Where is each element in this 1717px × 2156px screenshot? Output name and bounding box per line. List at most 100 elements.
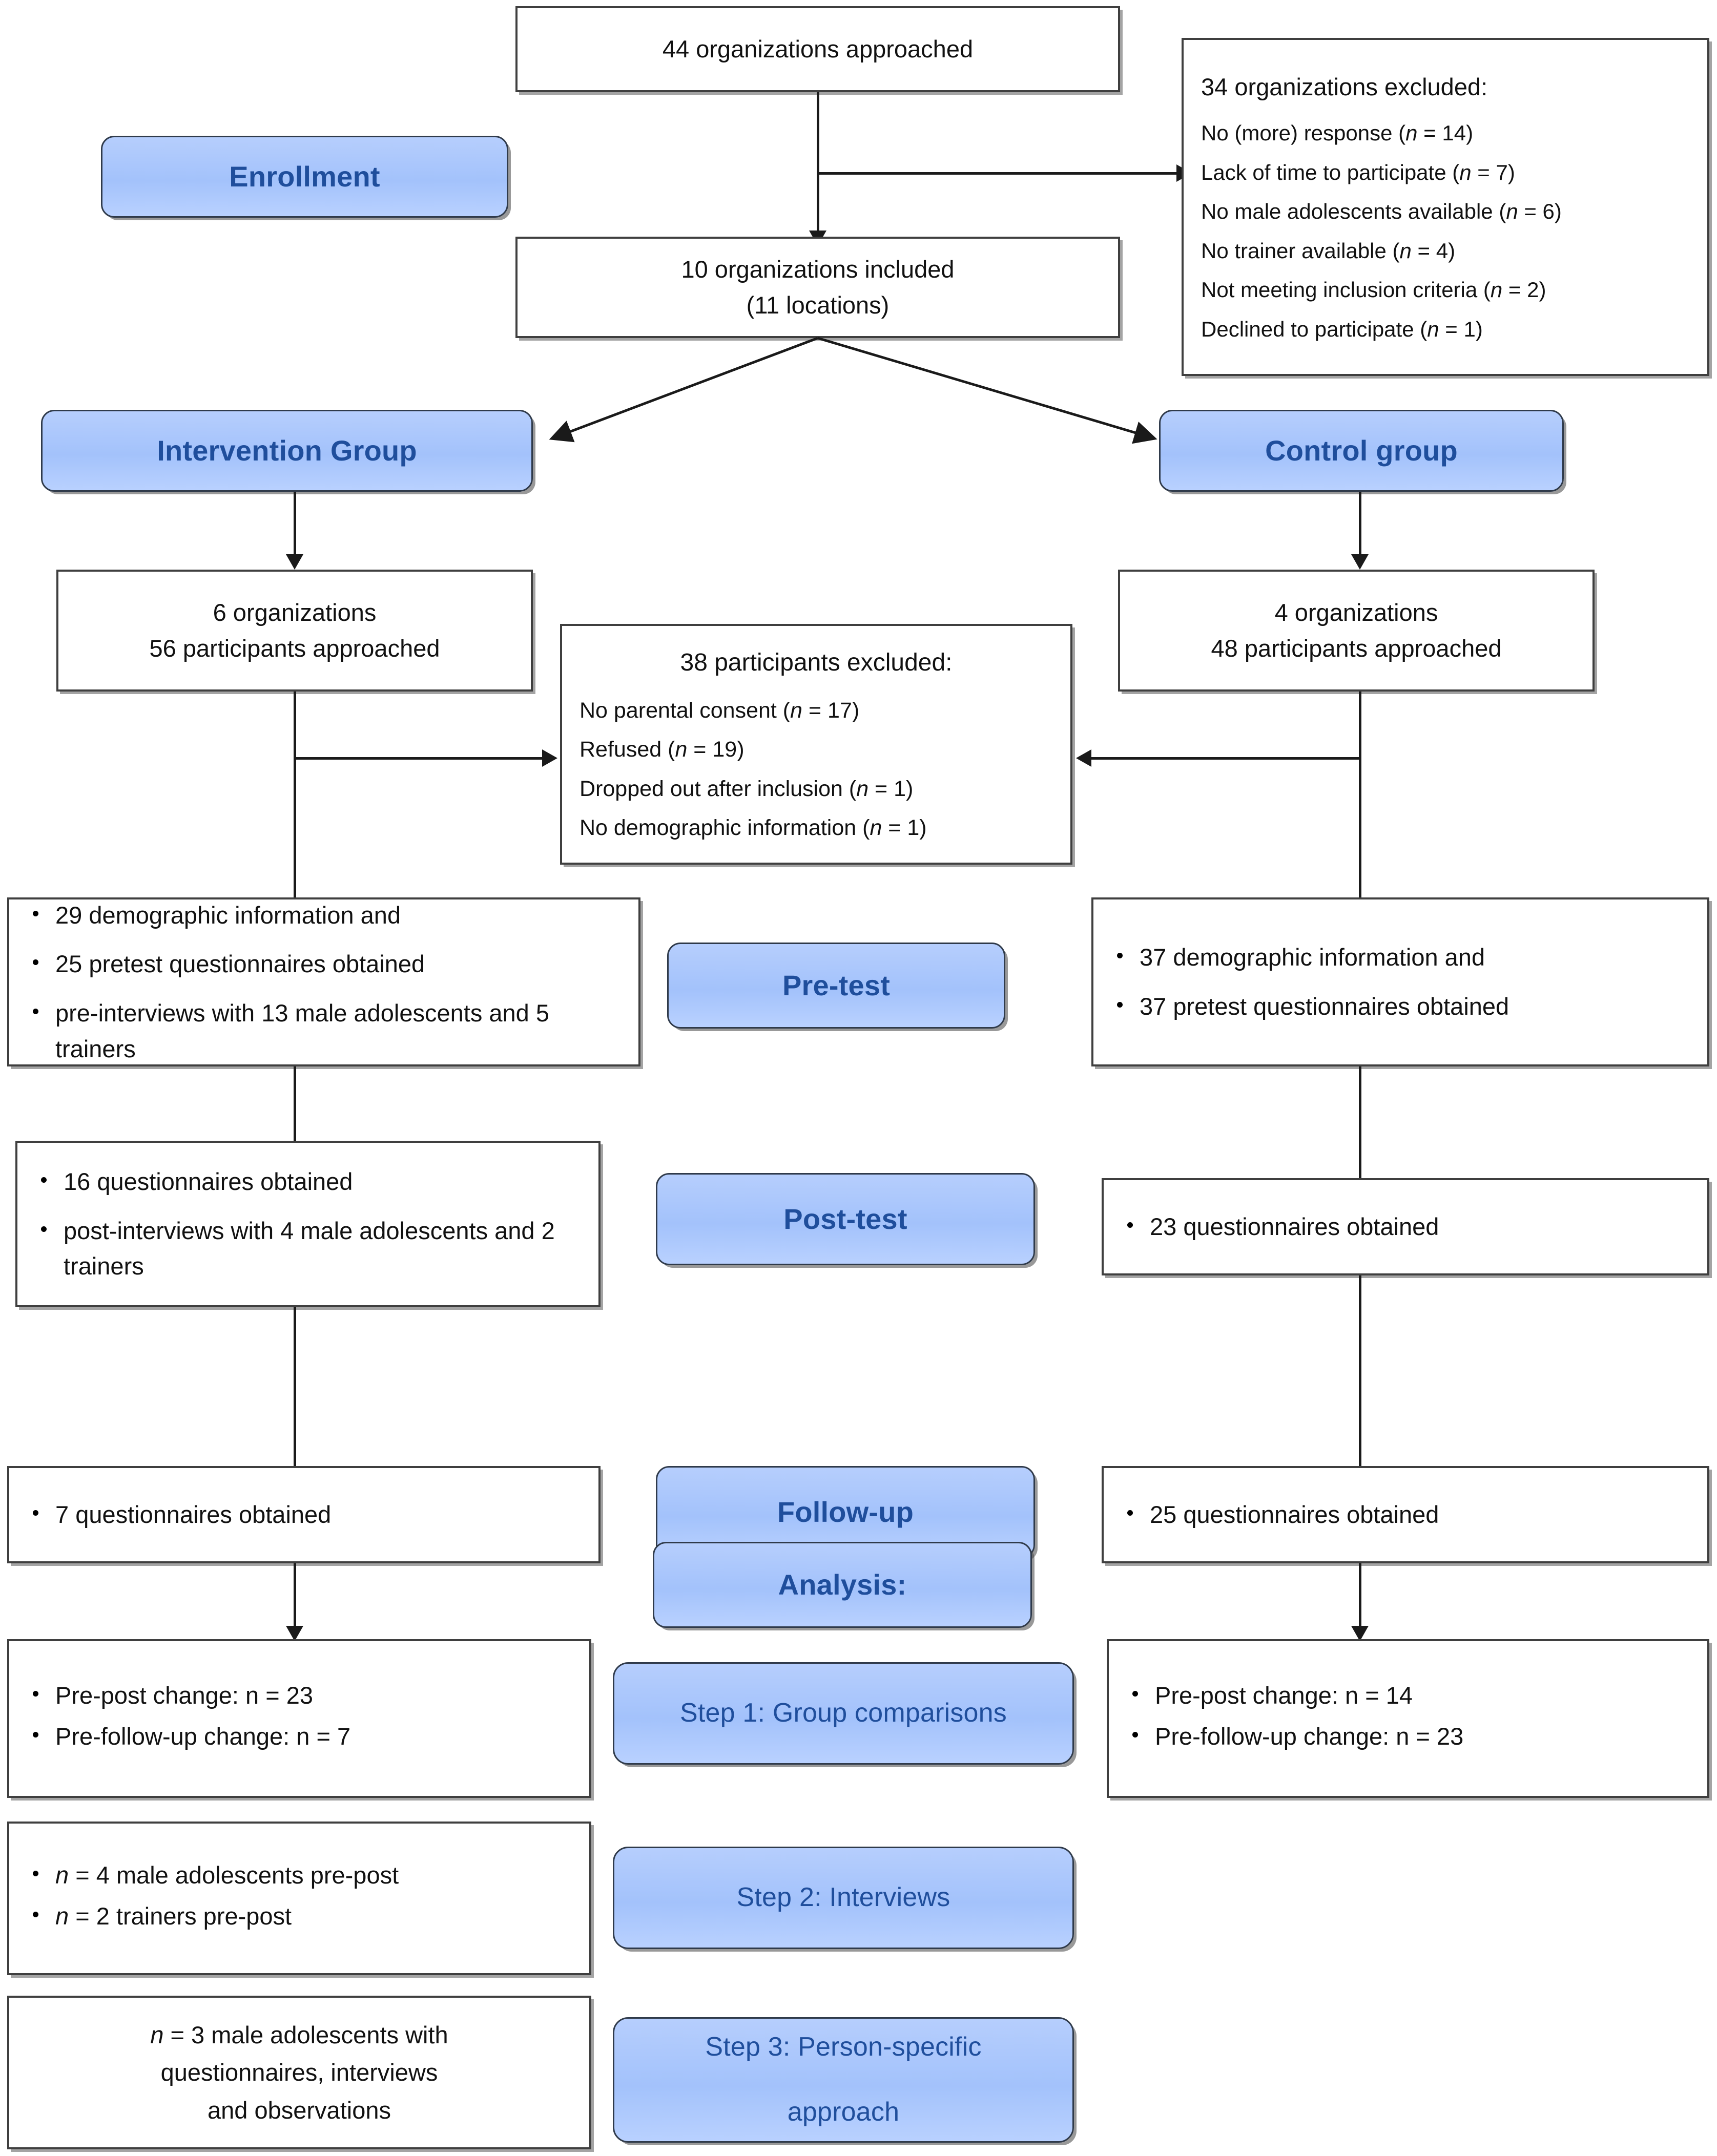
org-excluded-title: 34 organizations excluded: (1201, 73, 1488, 100)
arrowhead-intervention-excluded (542, 749, 557, 767)
connector-control-to-excluded (1091, 757, 1361, 760)
posttest-control-list: 23 questionnaires obtained (1104, 1209, 1707, 1245)
connector-split-to-groups (549, 337, 1157, 444)
connector-control-alloc-to-pretest (1359, 692, 1361, 897)
connector-control-to-orgs (1359, 492, 1361, 558)
followup-intervention-list: 7 questionnaires obtained (9, 1497, 598, 1533)
org-excluded-reason: Lack of time to participate (n = 7) (1201, 160, 1515, 184)
intervention-allocation-line1: 6 organizations (213, 599, 377, 626)
connector-posttest-to-followup-intervention (294, 1307, 296, 1466)
connector-posttest-to-followup-control (1359, 1275, 1361, 1466)
stage-label-post-test-text: Post-test (783, 1202, 907, 1235)
stage-label-pre-test-text: Pre-test (782, 969, 891, 1001)
step3-line3: and observations (208, 2096, 391, 2124)
connector-followup-to-step1-control (1359, 1563, 1361, 1630)
stage-label-analysis-text: Analysis: (778, 1568, 907, 1601)
org-excluded-reason: Not meeting inclusion criteria (n = 2) (1201, 278, 1546, 302)
participants-excluded-reason: Dropped out after inclusion (n = 1) (580, 776, 914, 801)
box-step1-intervention: Pre-post change: n = 23 Pre-follow-up ch… (7, 1639, 591, 1798)
list-item: Pre-follow-up change: n = 23 (1124, 1719, 1694, 1754)
step3-label-line1: Step 3: Person-specific (705, 2032, 982, 2062)
organizations-included-line1: 10 organizations included (681, 256, 955, 283)
stage-label-control-group-text: Control group (1265, 434, 1458, 467)
stage-label-enrollment: Enrollment (101, 136, 508, 218)
arrowhead-intervention-orgs (286, 554, 303, 570)
box-control-allocation: 4 organizations 48 participants approach… (1118, 570, 1595, 692)
participants-excluded-reason: Refused (n = 19) (580, 737, 744, 762)
list-item: post-interviews with 4 male adolescents … (33, 1213, 585, 1284)
control-allocation-line1: 4 organizations (1274, 599, 1438, 626)
box-step2-intervention: n = 4 male adolescents pre-post n = 2 tr… (7, 1822, 591, 1975)
connector-intervention-to-excluded (294, 757, 546, 760)
participants-excluded-title: 38 participants excluded: (680, 649, 953, 677)
box-pretest-intervention: 29 demographic information and 25 pretes… (7, 897, 640, 1066)
participants-excluded-reason: No parental consent (n = 17) (580, 698, 860, 723)
organizations-included-block: 10 organizations included (11 locations) (518, 252, 1118, 323)
box-pretest-control: 37 demographic information and 37 pretes… (1091, 897, 1709, 1066)
org-excluded-reason: No male adolescents available (n = 6) (1201, 199, 1562, 224)
stage-label-analysis: Analysis: (653, 1542, 1032, 1628)
box-organizations-included: 10 organizations included (11 locations) (515, 237, 1120, 338)
org-excluded-reason: No trainer available (n = 4) (1201, 238, 1456, 263)
box-step1-control: Pre-post change: n = 14 Pre-follow-up ch… (1107, 1639, 1709, 1798)
org-excluded-reason: Declined to participate (n = 1) (1201, 317, 1483, 341)
stage-label-intervention-group-text: Intervention Group (157, 434, 417, 467)
stage-label-intervention-group: Intervention Group (41, 410, 533, 492)
box-followup-intervention: 7 questionnaires obtained (7, 1466, 601, 1563)
list-item: Pre-post change: n = 14 (1124, 1678, 1694, 1713)
box-participants-excluded: 38 participants excluded: No parental co… (560, 624, 1072, 865)
box-organizations-excluded: 34 organizations excluded: No (more) res… (1182, 38, 1709, 376)
intervention-allocation-line2: 56 participants approached (149, 635, 440, 662)
list-item: 7 questionnaires obtained (25, 1497, 585, 1533)
list-item: 29 demographic information and (25, 897, 625, 933)
connector-pretest-to-posttest-control (1359, 1066, 1361, 1253)
step1-intervention-list: Pre-post change: n = 23 Pre-follow-up ch… (9, 1678, 589, 1759)
connector-to-org-excluded (817, 172, 1181, 175)
list-item: 16 questionnaires obtained (33, 1164, 585, 1200)
list-item: 25 questionnaires obtained (1119, 1497, 1694, 1533)
box-posttest-intervention: 16 questionnaires obtained post-intervie… (15, 1141, 601, 1307)
stage-label-step3-text: Step 3: Person-specific approach (687, 2031, 1000, 2128)
connector-intervention-to-orgs (294, 492, 296, 558)
control-allocation-block: 4 organizations 48 participants approach… (1120, 595, 1592, 666)
connector-followup-to-step1-intervention (294, 1563, 296, 1630)
connector-approached-to-included (817, 92, 819, 235)
stage-label-control-group: Control group (1159, 410, 1564, 492)
list-item: 37 demographic information and (1109, 939, 1694, 975)
posttest-intervention-list: 16 questionnaires obtained post-intervie… (17, 1164, 598, 1284)
list-item: 37 pretest questionnaires obtained (1109, 989, 1694, 1024)
organizations-included-line2: (11 locations) (746, 291, 889, 319)
step3-line1: n = 3 male adolescents with (150, 2021, 448, 2049)
step1-control-list: Pre-post change: n = 14 Pre-follow-up ch… (1109, 1678, 1707, 1759)
connector-pretest-to-posttest-intervention (294, 1066, 296, 1141)
list-item: Pre-post change: n = 23 (25, 1678, 576, 1713)
arrowhead-control-orgs (1351, 554, 1369, 570)
list-item: 23 questionnaires obtained (1119, 1209, 1694, 1245)
box-step3-intervention: n = 3 male adolescents with questionnair… (7, 1996, 591, 2149)
arrowhead-control-excluded (1076, 749, 1091, 767)
list-item: 25 pretest questionnaires obtained (25, 946, 625, 982)
stage-label-step1: Step 1: Group comparisons (613, 1662, 1074, 1765)
stage-label-step2-text: Step 2: Interviews (736, 1882, 950, 1913)
step3-intervention-block: n = 3 male adolescents with questionnair… (9, 2016, 589, 2129)
followup-control-list: 25 questionnaires obtained (1104, 1497, 1707, 1533)
box-posttest-control: 23 questionnaires obtained (1102, 1178, 1709, 1275)
organizations-approached-text: 44 organizations approached (662, 35, 974, 63)
box-followup-control: 25 questionnaires obtained (1102, 1466, 1709, 1563)
stage-label-post-test: Post-test (656, 1173, 1035, 1265)
control-allocation-line2: 48 participants approached (1211, 635, 1502, 662)
stage-label-step2: Step 2: Interviews (613, 1847, 1074, 1949)
box-organizations-approached: 44 organizations approached (515, 6, 1120, 92)
stage-label-step1-text: Step 1: Group comparisons (680, 1698, 1007, 1728)
list-item: n = 2 trainers pre-post (25, 1898, 576, 1934)
list-item: Pre-follow-up change: n = 7 (25, 1719, 576, 1754)
arrowhead-step1-intervention (286, 1626, 303, 1641)
pretest-intervention-list: 29 demographic information and 25 pretes… (9, 897, 638, 1066)
step3-label-line2: approach (787, 2097, 900, 2127)
box-intervention-allocation: 6 organizations 56 participants approach… (56, 570, 533, 692)
stage-label-pre-test: Pre-test (667, 943, 1005, 1029)
list-item: pre-interviews with 13 male adolescents … (25, 995, 625, 1066)
connector-intervention-alloc-to-pretest (294, 692, 296, 897)
org-excluded-reason: No (more) response (n = 14) (1201, 121, 1474, 145)
list-item: n = 4 male adolescents pre-post (25, 1857, 576, 1893)
